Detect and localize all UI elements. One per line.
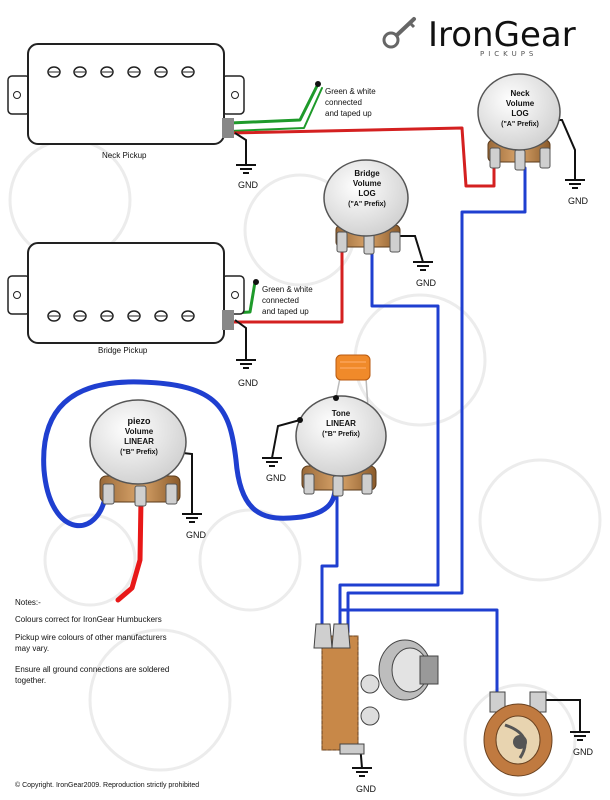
svg-text:LOG: LOG — [511, 109, 528, 118]
svg-text:("B" Prefix): ("B" Prefix) — [120, 449, 158, 456]
neck-pickup-label: Neck Pickup — [102, 151, 147, 160]
notes-line: together. — [15, 676, 46, 685]
svg-text:and taped up: and taped up — [262, 307, 309, 316]
tone-capacitor — [335, 354, 371, 381]
gnd-label: GND — [568, 196, 589, 206]
gnd-label: GND — [186, 530, 207, 540]
svg-text:("A" Prefix): ("A" Prefix) — [348, 201, 386, 208]
bridge-wire-note: Green & white connected and taped up — [253, 279, 313, 316]
brand-name: IronGear — [428, 15, 576, 55]
gnd-label: GND — [238, 180, 259, 190]
tone-ground-junction — [297, 417, 303, 423]
brand-logo: IronGear PICKUPS — [382, 15, 576, 58]
svg-text:Bridge: Bridge — [354, 169, 380, 178]
svg-text:LOG: LOG — [358, 189, 375, 198]
bridge-white-wire — [231, 283, 259, 318]
bridge-hot-wire — [230, 250, 344, 324]
svg-text:Volume: Volume — [353, 179, 382, 188]
bridge-pickup-label: Bridge Pickup — [98, 346, 148, 355]
svg-text:piezo: piezo — [127, 416, 151, 426]
svg-text:connected: connected — [325, 98, 362, 107]
bridge-pickup — [7, 242, 245, 344]
ground-symbols — [182, 164, 590, 777]
ground-icon — [413, 261, 433, 271]
ground-labels: GND GND GND GND GND GND GND GND — [186, 180, 594, 794]
neck-pickup — [7, 43, 245, 145]
svg-text:and taped up: and taped up — [325, 109, 372, 118]
notes-line: may vary. — [15, 644, 49, 653]
output-jack — [483, 691, 553, 777]
gnd-label: GND — [356, 784, 377, 794]
bridge-volume-pot: Bridge Volume LOG ("A" Prefix) — [323, 159, 409, 255]
svg-text:LINEAR: LINEAR — [326, 419, 356, 428]
neck-green-wire-2 — [229, 87, 323, 132]
svg-text:("B" Prefix): ("B" Prefix) — [322, 431, 360, 438]
notes-line: Ensure all ground connections are solder… — [15, 665, 169, 674]
neck-wire-note: Green & white connected and taped up — [315, 81, 376, 118]
ground-icon — [565, 179, 585, 189]
key-icon — [382, 17, 416, 49]
neck-hot-wire — [228, 126, 496, 188]
gnd-label: GND — [416, 278, 437, 288]
ground-icon — [236, 164, 256, 174]
gnd-label: GND — [573, 747, 594, 757]
wires — [41, 82, 527, 697]
svg-text:LINEAR: LINEAR — [124, 437, 154, 446]
svg-text:Neck: Neck — [510, 89, 530, 98]
copyright: © Copyright. IronGear2009. Reproduction … — [15, 781, 199, 789]
svg-text:Green & white: Green & white — [325, 87, 376, 96]
ground-icon — [236, 359, 256, 369]
ground-icon — [570, 731, 590, 741]
brand-tagline: PICKUPS — [480, 50, 537, 58]
piezo-blue-loop — [41, 379, 338, 529]
svg-text:Green & white: Green & white — [262, 285, 313, 294]
tone-out-wire — [320, 488, 339, 634]
svg-text:Volume: Volume — [125, 427, 154, 436]
tone-pot: Tone LINEAR ("B" Prefix) — [295, 395, 387, 497]
neck-out-wire — [346, 166, 527, 634]
piezo-hot-wire — [115, 497, 144, 603]
neck-white-wire — [229, 85, 321, 128]
stereo-jack — [313, 623, 439, 755]
svg-text:Tone: Tone — [332, 409, 351, 418]
svg-text:Volume: Volume — [506, 99, 535, 108]
ground-icon — [262, 457, 282, 467]
tone-junction — [333, 395, 339, 401]
ground-icon — [352, 767, 372, 777]
notes-line: Pickup wire colours of other manufacture… — [15, 633, 167, 642]
notes-heading: Notes:- — [15, 598, 41, 607]
cap-lead-left — [335, 377, 341, 399]
svg-text:connected: connected — [262, 296, 299, 305]
notes-line: Colours correct for IronGear Humbuckers — [15, 615, 162, 624]
switch-jack-wire — [340, 608, 499, 697]
neck-volume-pot: Neck Volume LOG ("A" Prefix) — [477, 73, 561, 171]
gnd-label: GND — [238, 378, 259, 388]
gnd-label: GND — [266, 473, 287, 483]
bridge-out-wire — [338, 248, 440, 634]
notes-block: Notes:- Colours correct for IronGear Hum… — [15, 598, 169, 685]
neck-green-wire — [228, 82, 320, 125]
svg-text:("A" Prefix): ("A" Prefix) — [501, 121, 539, 128]
piezo-volume-pot: piezo Volume LINEAR ("B" Prefix) — [89, 399, 187, 507]
ground-icon — [182, 513, 202, 523]
